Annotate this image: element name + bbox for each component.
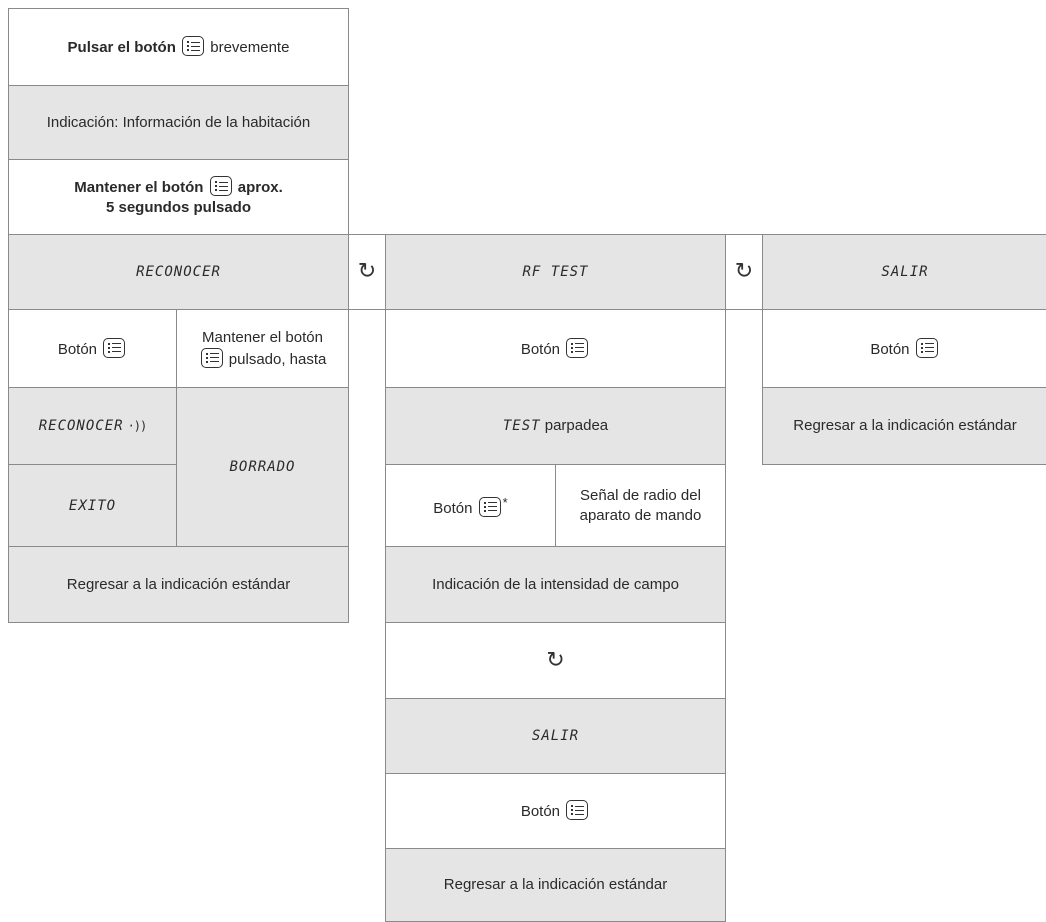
menu-rf-test: RF TEST (385, 234, 726, 310)
rftest-cycle: ↻ (385, 622, 726, 699)
cycle-icon: ↻ (734, 259, 754, 284)
signal-line2: aparato de mando (579, 506, 702, 524)
menu-salir: SALIR (762, 234, 1046, 310)
test-word: TEST (502, 418, 541, 434)
rftest-button-step-2: Botón (385, 773, 726, 849)
footnote-star: * (502, 494, 508, 510)
reconocer-return-label: Regresar a la indicación estándar (66, 575, 291, 593)
radio-signal-icon: ·)) (127, 419, 148, 433)
menu-button-icon (200, 347, 223, 368)
menu-button-icon (103, 337, 126, 358)
menu-reconocer-label: RECONOCER (136, 264, 221, 280)
borrado-display: BORRADO (176, 387, 349, 547)
rftest-button-label: Botón (520, 340, 561, 358)
reconocer-button-label: Botón (57, 340, 98, 358)
test-blinking: TEST parpadea (385, 387, 726, 465)
menu-button-icon (566, 800, 589, 820)
radio-signal-step: Señal de radio del aparato de mando (555, 464, 726, 547)
rftest-return-label: Regresar a la indicación estándar (443, 876, 668, 893)
step-hold-post: aprox. (237, 179, 283, 196)
step-press-pre: Pulsar el botón (67, 39, 176, 56)
signal-line1: Señal de radio del (580, 486, 701, 504)
step-press-post: brevemente (210, 39, 290, 56)
menu-button-icon (478, 496, 501, 517)
salir-return: Regresar a la indicación estándar (762, 387, 1046, 465)
menu-rf-test-label: RF TEST (522, 264, 589, 280)
salir-button-step: Botón (762, 309, 1046, 388)
menu-salir-label: SALIR (881, 264, 929, 280)
test-blink-text: parpadea (544, 417, 609, 434)
cycle-connector-2: ↻ (725, 234, 763, 310)
rftest-button-star: Botón * (385, 464, 556, 547)
step-indication: Indicación: Información de la habitación (8, 85, 349, 160)
menu-button-icon (209, 176, 232, 196)
step-hold-line2: 5 segundos pulsado (105, 199, 252, 216)
reconocer-display-label: RECONOCER (38, 418, 124, 434)
rftest-salir-label: SALIR (531, 728, 580, 744)
cycle-icon: ↻ (546, 647, 565, 673)
reconocer-radio-display: RECONOCER·)) (8, 387, 177, 465)
step-hold-button: Mantener el botón aprox. 5 segundos puls… (8, 159, 349, 235)
step-indication-text: Indicación: Información de la habitación (46, 113, 311, 131)
menu-button-icon (915, 337, 938, 358)
rftest-button-label-2: Botón (520, 803, 561, 820)
field-strength-display: Indicación de la intensidad de campo (385, 546, 726, 623)
reconocer-button-step: Botón (8, 309, 177, 388)
rftest-salir-display: SALIR (385, 698, 726, 774)
menu-button-icon (182, 36, 205, 56)
exito-label: EXITO (68, 497, 117, 514)
field-strength-label: Indicación de la intensidad de campo (432, 575, 679, 593)
step-press-button: Pulsar el botón brevemente (8, 8, 349, 86)
cycle-icon: ↻ (357, 259, 377, 284)
rftest-return: Regresar a la indicación estándar (385, 848, 726, 922)
reconocer-hold-line2: pulsado, hasta (228, 350, 327, 368)
reconocer-hold-line1: Mantener el botón (202, 328, 323, 346)
borrado-label: BORRADO (229, 459, 296, 475)
cycle-connector-1: ↻ (348, 234, 386, 310)
menu-reconocer: RECONOCER (8, 234, 349, 310)
salir-return-label: Regresar a la indicación estándar (793, 417, 1017, 434)
menu-button-icon (566, 337, 589, 358)
reconocer-return: Regresar a la indicación estándar (8, 546, 349, 623)
rftest-button-star-label: Botón (433, 499, 473, 517)
exito-display: EXITO (8, 464, 177, 547)
salir-button-label: Botón (870, 340, 910, 358)
rftest-button-step: Botón (385, 309, 726, 388)
reconocer-hold-step: Mantener el botón pulsado, hasta (176, 309, 349, 388)
step-hold-pre: Mantener el botón (74, 179, 204, 196)
